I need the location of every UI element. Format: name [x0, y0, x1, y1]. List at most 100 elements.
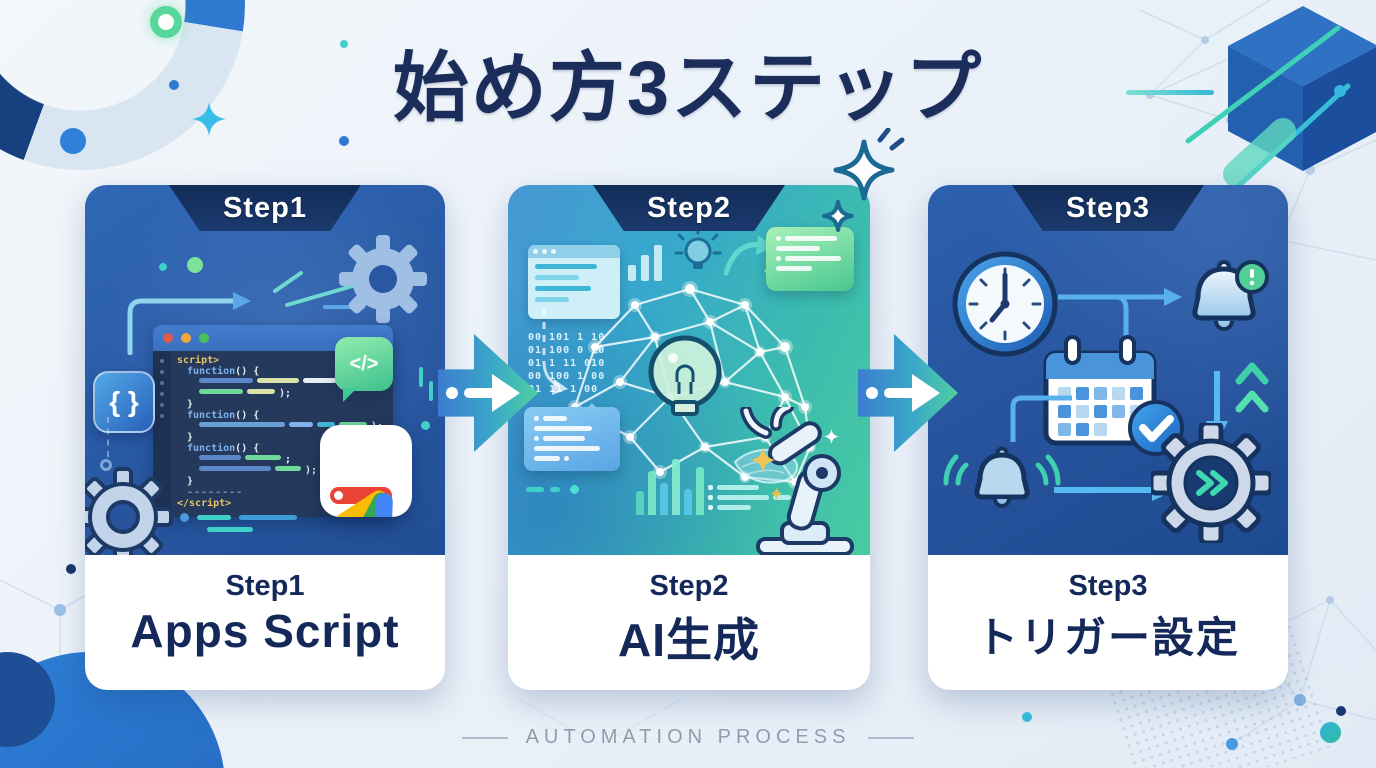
function-rest: () { — [235, 366, 260, 377]
robot-arm-icon — [740, 407, 854, 556]
function-rest: () { — [235, 443, 260, 454]
teal-tick — [419, 367, 423, 387]
connector-line — [1010, 395, 1072, 442]
mini-code-line — [535, 286, 591, 291]
teal-tick — [429, 381, 433, 401]
code-bar — [257, 378, 299, 383]
closing-brace: } — [187, 432, 194, 443]
navy-dot — [66, 564, 76, 574]
braces-badge-icon: { } — [93, 371, 155, 433]
teal-dot — [421, 421, 430, 430]
maximize-traffic-light — [199, 333, 209, 343]
green-ring-dot — [150, 6, 182, 38]
checklist-lines — [708, 485, 791, 515]
code-line: script> — [177, 355, 387, 366]
footer-rule-right — [868, 736, 915, 739]
code-bar — [199, 455, 241, 460]
code-bar — [247, 389, 275, 394]
page-title: 始め方3ステップ — [392, 46, 984, 131]
notification-bell-icon — [1192, 260, 1269, 331]
footer: AUTOMATION PROCESS — [0, 726, 1376, 749]
blue-dash — [239, 515, 297, 520]
code-line: </script> — [177, 498, 387, 509]
code-bar — [339, 422, 367, 427]
gold-sparkle-icon — [750, 447, 776, 473]
step1-title: Apps Script — [130, 605, 400, 657]
step2-tab-label: Step2 — [647, 191, 731, 224]
up-chevrons-icon — [1235, 362, 1269, 413]
lightbulb-doodle-icon — [674, 225, 722, 269]
teal-sparkle-icon — [192, 102, 226, 136]
closing-brace: } — [187, 476, 194, 487]
code-bar — [199, 466, 271, 471]
blue-dot — [180, 513, 189, 522]
teal-dot — [1320, 722, 1341, 743]
step2-tab: Step2 — [593, 185, 785, 231]
mini-code-line — [535, 275, 579, 280]
step1-card: script> function() { ; ); } function() {… — [85, 185, 445, 690]
step1-illustration: script> function() { ; ); } function() {… — [85, 185, 445, 567]
outline-sparkle-icon — [822, 128, 905, 232]
ringing-bell-icon — [943, 446, 1061, 508]
node-ring — [100, 459, 112, 471]
code-area: script> function() { ; ); } function() {… — [171, 351, 393, 517]
step3-label-panel: Step3 トリガー設定 — [928, 555, 1288, 690]
code-line: ); — [177, 465, 387, 476]
braces-glyph: { } — [109, 386, 139, 417]
script-close-tag: </script> — [177, 498, 232, 509]
script-open-tag: script> — [177, 355, 220, 366]
code-bar — [289, 422, 313, 427]
step2-illustration: 00 101 1 10 01 100 0 10 01 1 11 010 00 1… — [508, 185, 870, 556]
cube-decoration — [1228, 6, 1376, 171]
dashed-down-arrow — [542, 309, 568, 395]
lightbulb-icon — [648, 335, 722, 416]
step2-title: AI生成 — [618, 614, 760, 666]
step1-name: Step1 — [225, 570, 305, 602]
code-tag-glyph: </> — [349, 352, 379, 375]
code-bar — [317, 422, 335, 427]
close-paren: ); — [279, 388, 292, 399]
close-paren: ); — [305, 465, 318, 476]
teal-dot — [340, 40, 348, 48]
blue-dot — [169, 80, 179, 90]
function-keyword: function — [187, 410, 236, 421]
mini-code-line — [535, 297, 569, 302]
automation-gear-icon — [1151, 423, 1271, 543]
flow-connector-arrow — [1058, 288, 1182, 347]
code-line: } — [177, 476, 387, 487]
close-traffic-light — [163, 333, 173, 343]
binary-line: 00 100 1 00 — [528, 371, 606, 382]
blue-dot — [1226, 738, 1238, 750]
code-line: } — [177, 432, 387, 443]
minimize-traffic-light — [181, 333, 191, 343]
step1-tab-label: Step1 — [223, 191, 307, 224]
step3-tab-label: Step3 — [1066, 191, 1150, 224]
binary-line: 01 1 11 010 — [528, 358, 606, 369]
footer-caption: AUTOMATION PROCESS — [525, 726, 851, 748]
closing-brace: } — [187, 399, 194, 410]
comet-lines — [1185, 25, 1351, 194]
binary-line: 00 101 1 10 — [528, 332, 606, 343]
gold-sparkle-icon — [770, 487, 783, 500]
function-keyword: function — [187, 443, 236, 454]
teal-dash — [197, 515, 231, 520]
gear-icon — [85, 467, 173, 567]
dashed-arrow-decoration — [127, 257, 383, 355]
clock-icon — [952, 251, 1058, 357]
fast-forward-glyph — [1196, 470, 1228, 496]
teal-dash — [526, 487, 544, 492]
step3-name: Step3 — [1068, 570, 1148, 602]
step2-label-panel: Step2 AI生成 — [508, 555, 870, 690]
mini-bar-chart-icon — [628, 245, 662, 281]
white-sparkle-icon — [824, 429, 839, 444]
code-line: function() { — [177, 443, 387, 454]
chat-bubble-blue — [524, 403, 620, 471]
teal-dash — [550, 487, 560, 492]
code-line: ); — [177, 388, 387, 399]
binary-line: 01 100 0 10 — [528, 345, 606, 356]
semicolon: ; — [285, 454, 292, 465]
code-bar — [275, 466, 301, 471]
comment-dashes: -------- — [187, 487, 244, 498]
code-bar — [245, 455, 281, 460]
